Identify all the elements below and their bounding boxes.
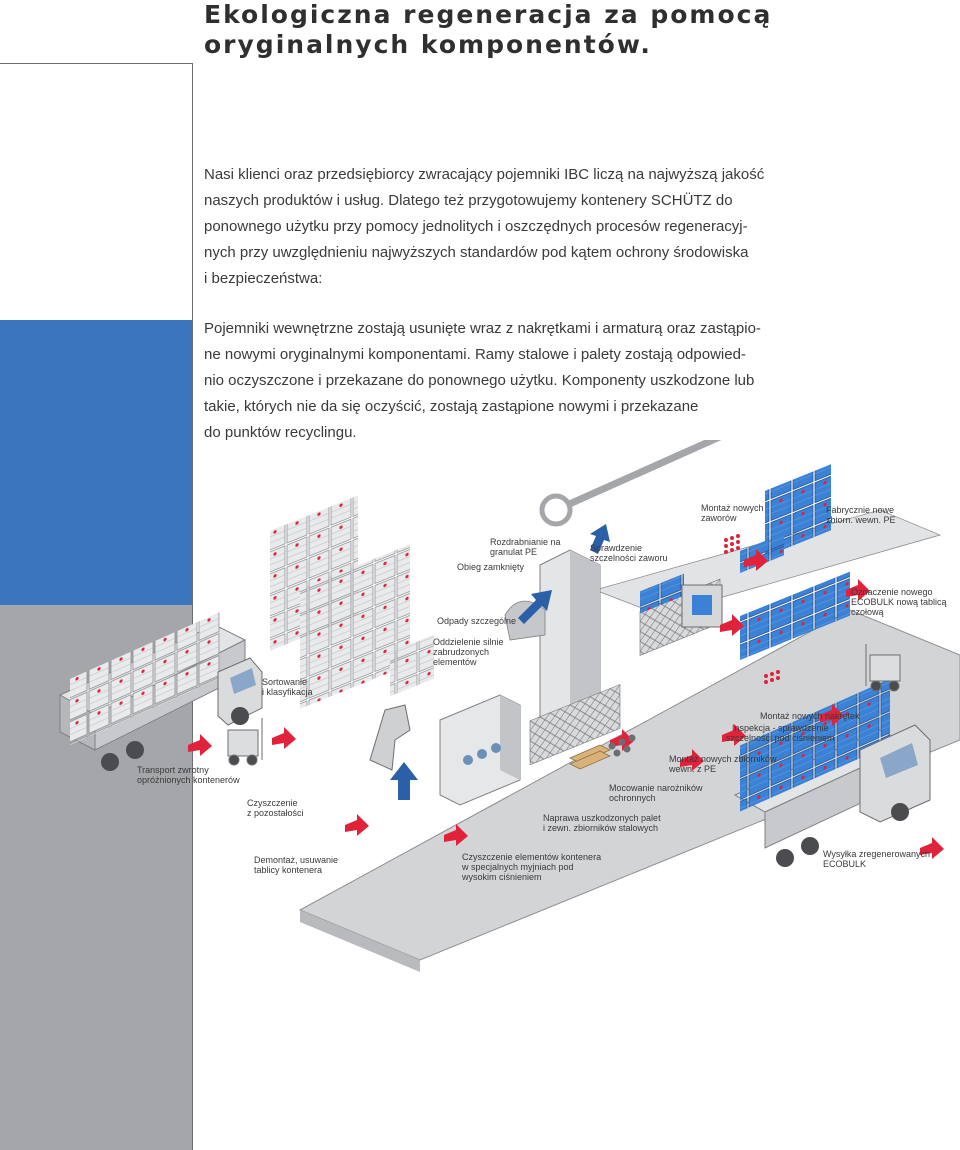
factory-floor [298, 609, 960, 961]
text-line: Pojemniki wewnętrzne zostają usunięte wr… [204, 320, 761, 337]
blue-accent-block [0, 320, 192, 605]
closed-loop-ring [539, 493, 573, 527]
red-valves [724, 534, 780, 684]
regeneration-process-illustration [58, 440, 960, 972]
text-line: nio oczyszczone i przekazane do ponowneg… [204, 372, 755, 389]
text-line: i bezpieczeństwa: [204, 270, 323, 287]
label-closed-loop: Obieg zamknięty [457, 562, 525, 572]
panel-border-left [192, 63, 193, 1150]
label-special-waste: Odpady szczególne [437, 616, 517, 626]
flow-arrows-blue [390, 524, 610, 800]
dismantling-robot [369, 704, 411, 771]
new-ibc-row [740, 571, 850, 661]
text-line: nych przy uwzględnieniu najwyższych stan… [204, 244, 749, 261]
ibc-stack [390, 634, 434, 697]
delivery-truck [733, 678, 931, 867]
panel-border-top [0, 63, 193, 64]
title-line: Ekologiczna regeneracja za pomocą [204, 0, 773, 29]
forklift-right [865, 644, 901, 692]
label-new-caps: Montaż nowych nakrętek [760, 711, 860, 721]
return-truck [58, 612, 263, 771]
forklift-left [227, 718, 263, 766]
ibc-stack [300, 544, 410, 709]
process-paragraph: Pojemniki wewnętrzne zostają usunięte wr… [204, 316, 764, 446]
pallet-stack [569, 744, 611, 770]
text-line: ponownego użytku przy pomocy jednolitych… [204, 218, 748, 235]
intro-paragraph: Nasi klienci oraz przedsiębiorcy zwracaj… [204, 162, 764, 292]
steel-cage-row [529, 684, 621, 766]
flow-arrows-red [188, 549, 944, 859]
text-line: do punktów recyclingu. [204, 424, 357, 441]
text-line: naszych produktów i usług. Dlatego też p… [204, 192, 733, 209]
page-title: Ekologiczna regeneracja za pomocą orygin… [204, 0, 772, 60]
new-inner-tank-stack [765, 464, 831, 557]
text-line: ne nowymi oryginalnymi komponentami. Ram… [204, 346, 746, 363]
title-line: oryginalnych komponentów. [204, 30, 652, 59]
closed-loop-pipe [554, 440, 722, 514]
text-line: Nasi klienci oraz przedsiębiorcy zwracaj… [204, 166, 765, 183]
text-line: takie, których nie da się oczyścić, zost… [204, 398, 699, 415]
corner-protectors [608, 734, 636, 757]
